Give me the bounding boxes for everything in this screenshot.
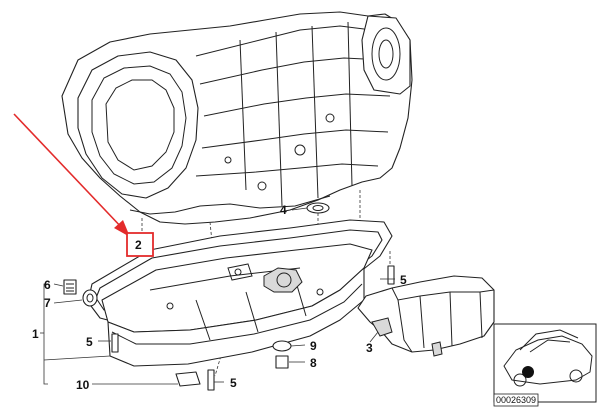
callout-label-5-left: 5	[86, 335, 93, 349]
callout-label-9: 9	[310, 339, 317, 353]
car-location-thumbnail: 00026309	[493, 323, 597, 407]
thumbnail-code: 00026309	[496, 395, 536, 405]
callout-leaders	[40, 207, 395, 385]
highlight-callout: 2	[13, 113, 154, 257]
small-parts	[63, 202, 395, 391]
callout-label-10: 10	[76, 378, 90, 392]
callout-label-8: 8	[310, 356, 317, 370]
callout-label-3: 3	[366, 341, 373, 355]
transmission-housing	[61, 11, 413, 225]
arrowhead-icon	[114, 220, 130, 237]
callout-label-5-right: 5	[400, 273, 407, 287]
callout-label-1: 1	[32, 327, 39, 341]
callout-label-4: 4	[280, 203, 287, 217]
oil-pan	[101, 243, 373, 367]
highlight-box	[126, 232, 154, 257]
highlight-arrow	[13, 113, 125, 231]
callout-label-5-bottom: 5	[230, 376, 237, 390]
oil-filter	[357, 275, 495, 357]
callout-label-2: 2	[135, 238, 142, 252]
callout-label-6: 6	[44, 278, 51, 292]
callout-label-7: 7	[44, 296, 51, 310]
location-dot-icon	[522, 366, 534, 378]
